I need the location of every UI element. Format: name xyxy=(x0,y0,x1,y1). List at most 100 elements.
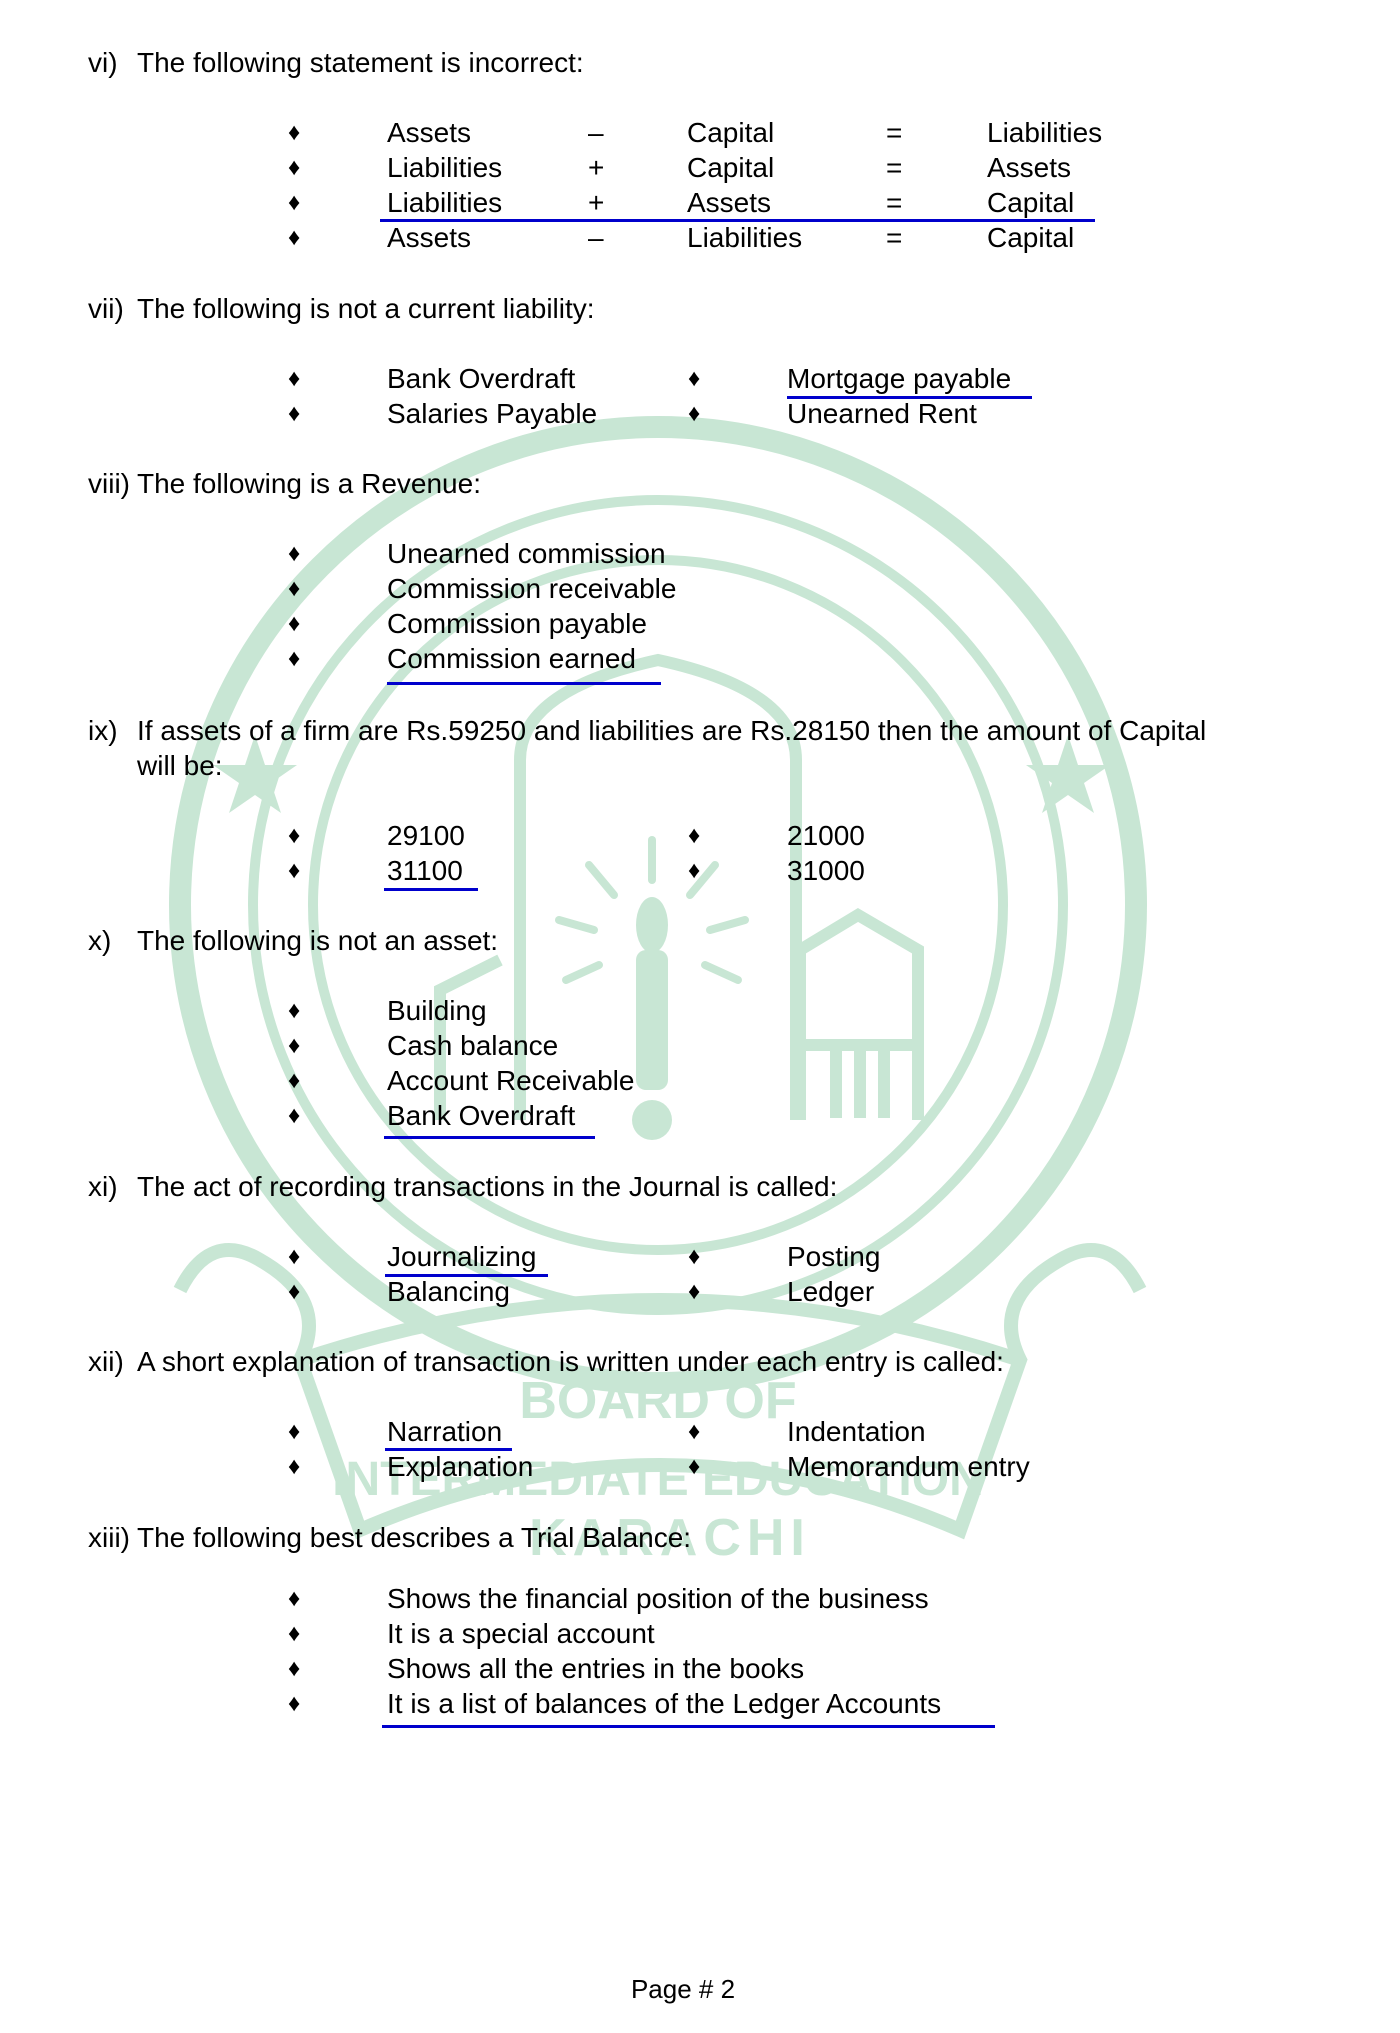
question-number: vii) xyxy=(88,293,124,324)
question-number: xi) xyxy=(88,1171,118,1202)
question-number: x) xyxy=(88,925,112,956)
equation-operator: + xyxy=(588,187,605,218)
equation-term: Assets xyxy=(987,152,1072,183)
option-label: Account Receivable xyxy=(387,1065,635,1096)
option-label: Shows all the entries in the books xyxy=(387,1653,805,1684)
option-label-answer: Mortgage payable xyxy=(787,363,1012,394)
option-label: Commission payable xyxy=(387,608,647,639)
option-label: Commission receivable xyxy=(387,573,677,604)
answer-underline xyxy=(385,1274,548,1277)
option-label-answer: Commission earned xyxy=(387,643,636,674)
option-label-answer: 31100 xyxy=(387,855,463,886)
question-text: If assets of a firm are Rs.59250 and lia… xyxy=(137,715,1207,746)
answer-underline xyxy=(382,1725,995,1728)
equation-operator: – xyxy=(588,222,604,253)
answer-underline xyxy=(385,1448,512,1451)
diamond-bullet-icon: ♦ xyxy=(288,540,301,567)
page-number: Page # 2 xyxy=(630,1974,736,2004)
diamond-bullet-icon: ♦ xyxy=(688,1278,701,1305)
question-text: The following statement is incorrect: xyxy=(137,47,584,78)
equation-term: Liabilities xyxy=(987,117,1103,148)
option-label: Memorandum entry xyxy=(787,1451,1030,1482)
diamond-bullet-icon: ♦ xyxy=(288,1585,301,1612)
diamond-bullet-icon: ♦ xyxy=(288,575,301,602)
option-label: It is a special account xyxy=(387,1618,655,1649)
equation-term: Liabilities xyxy=(387,187,503,218)
diamond-bullet-icon: ♦ xyxy=(288,1032,301,1059)
question-text-continued: will be: xyxy=(137,750,223,781)
diamond-bullet-icon: ♦ xyxy=(288,1453,301,1480)
answer-underline xyxy=(384,1136,595,1139)
equation-term: Capital xyxy=(687,152,775,183)
equation-term: Liabilities xyxy=(387,152,503,183)
question-text: The following is not a current liability… xyxy=(137,293,595,324)
option-label: Salaries Payable xyxy=(387,398,598,429)
equation-term: Assets xyxy=(387,222,472,253)
diamond-bullet-icon: ♦ xyxy=(288,1067,301,1094)
question-text: A short explanation of transaction is wr… xyxy=(137,1346,1004,1377)
diamond-bullet-icon: ♦ xyxy=(288,1620,301,1647)
question-number: ix) xyxy=(88,715,118,746)
option-label: Balancing xyxy=(387,1276,510,1307)
svg-text:BOARD OF: BOARD OF xyxy=(519,1372,796,1430)
answer-underline xyxy=(787,396,1032,399)
diamond-bullet-icon: ♦ xyxy=(288,1655,301,1682)
diamond-bullet-icon: ♦ xyxy=(288,224,301,251)
answer-underline xyxy=(387,682,661,685)
question-text: The following is a Revenue: xyxy=(137,468,481,499)
answer-underline xyxy=(380,219,1095,222)
svg-text:INTERMEDIATE EDUCATION: INTERMEDIATE EDUCATION xyxy=(332,1453,984,1506)
option-label-answer: Narration xyxy=(387,1416,503,1447)
diamond-bullet-icon: ♦ xyxy=(288,857,301,884)
option-label: Posting xyxy=(787,1241,881,1272)
option-label: Indentation xyxy=(787,1416,926,1447)
diamond-bullet-icon: ♦ xyxy=(688,822,701,849)
diamond-bullet-icon: ♦ xyxy=(288,189,301,216)
option-label: Building xyxy=(387,995,487,1026)
option-label: 29100 xyxy=(387,820,465,851)
option-label: Explanation xyxy=(387,1451,534,1482)
option-label: Bank Overdraft xyxy=(387,363,576,394)
diamond-bullet-icon: ♦ xyxy=(688,400,701,427)
equation-equals: = xyxy=(886,187,903,218)
equation-term: Capital xyxy=(687,117,775,148)
option-label: Unearned Rent xyxy=(787,398,977,429)
diamond-bullet-icon: ♦ xyxy=(688,857,701,884)
question-number: xiii) xyxy=(88,1522,130,1553)
equation-equals: = xyxy=(886,117,903,148)
equation-term: Capital xyxy=(987,222,1075,253)
answer-underline xyxy=(384,888,478,891)
diamond-bullet-icon: ♦ xyxy=(288,1690,301,1717)
svg-text:KARACHI: KARACHI xyxy=(529,1509,811,1567)
diamond-bullet-icon: ♦ xyxy=(288,997,301,1024)
option-label-answer: Bank Overdraft xyxy=(387,1100,576,1131)
equation-operator: – xyxy=(588,117,604,148)
option-label-answer: It is a list of balances of the Ledger A… xyxy=(387,1688,942,1719)
diamond-bullet-icon: ♦ xyxy=(288,610,301,637)
diamond-bullet-icon: ♦ xyxy=(288,365,301,392)
option-label: Ledger xyxy=(787,1276,875,1307)
diamond-bullet-icon: ♦ xyxy=(288,645,301,672)
diamond-bullet-icon: ♦ xyxy=(288,1418,301,1445)
question-text: The act of recording transactions in the… xyxy=(137,1171,838,1202)
diamond-bullet-icon: ♦ xyxy=(688,365,701,392)
diamond-bullet-icon: ♦ xyxy=(288,1278,301,1305)
option-label: 31000 xyxy=(787,855,865,886)
equation-equals: = xyxy=(886,222,903,253)
diamond-bullet-icon: ♦ xyxy=(688,1453,701,1480)
option-label: 21000 xyxy=(787,820,865,851)
diamond-bullet-icon: ♦ xyxy=(288,822,301,849)
diamond-bullet-icon: ♦ xyxy=(288,400,301,427)
option-label: Cash balance xyxy=(387,1030,559,1061)
equation-term: Liabilities xyxy=(687,222,803,253)
diamond-bullet-icon: ♦ xyxy=(288,1243,301,1270)
option-label-answer: Journalizing xyxy=(387,1241,537,1272)
diamond-bullet-icon: ♦ xyxy=(288,119,301,146)
diamond-bullet-icon: ♦ xyxy=(288,154,301,181)
equation-term: Assets xyxy=(687,187,772,218)
equation-equals: = xyxy=(886,152,903,183)
question-number: vi) xyxy=(88,47,118,78)
equation-term: Capital xyxy=(987,187,1075,218)
option-label: Shows the financial position of the busi… xyxy=(387,1583,929,1614)
